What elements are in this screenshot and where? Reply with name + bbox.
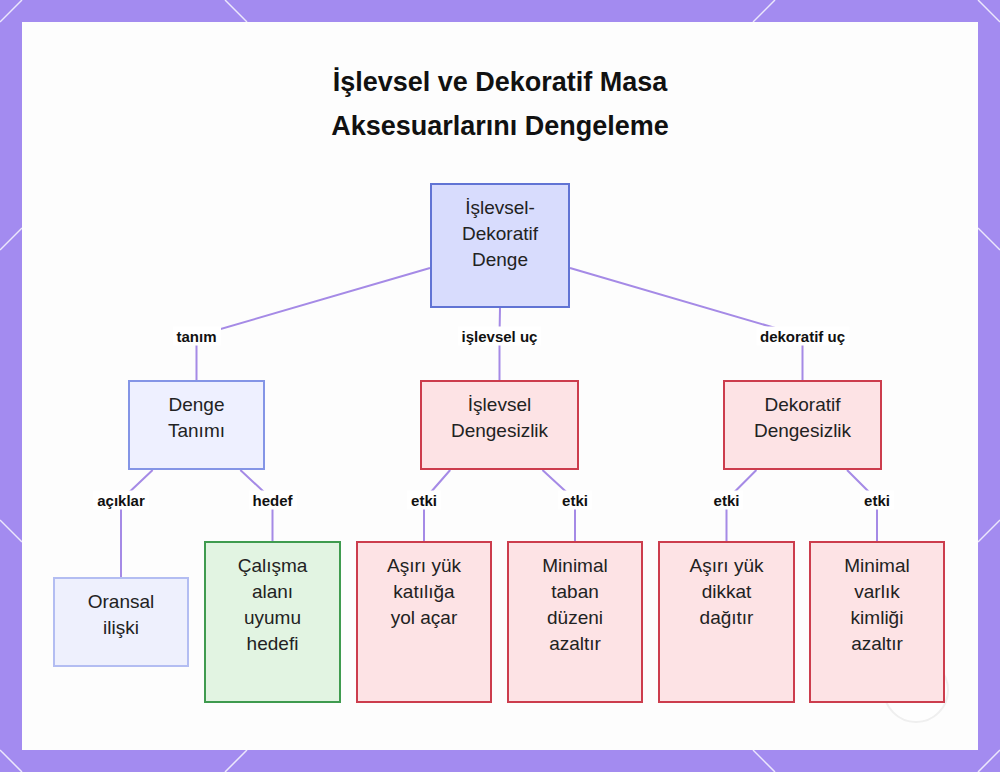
process-box: Minimal varlık kimliği azaltır: [809, 541, 945, 703]
connector: [197, 268, 431, 380]
connector: [727, 470, 757, 541]
node-label: Minimal varlık kimliği azaltır: [836, 553, 918, 657]
process-box: İşlevsel Dengesizlik: [420, 380, 579, 470]
node-label: Aşırı yük dikkat dağıtır: [686, 553, 768, 631]
node-label: Dekoratif Dengesizlik: [741, 392, 865, 444]
node-label: Oransal ilişki: [80, 589, 162, 641]
edge-label: etki: [558, 491, 592, 510]
logo-badge: [884, 658, 948, 722]
node-label: Çalışma alanı uyumu hedefi: [232, 553, 314, 657]
diagram-title: İşlevsel ve Dekoratif Masa Aksesuarların…: [290, 60, 710, 148]
node-label: Aşırı yük katılığa yol açar: [383, 553, 465, 631]
edge-label: tanım: [172, 327, 220, 346]
process-box: Oransal ilişki: [53, 577, 189, 667]
process-box: Dekoratif Dengesizlik: [723, 380, 882, 470]
connector: [499, 308, 502, 380]
connector: [424, 470, 450, 541]
edge-label: etki: [710, 491, 744, 510]
edge-label: etki: [407, 491, 441, 510]
node-label: Denge Tanımı: [147, 392, 247, 444]
connector: [121, 470, 153, 577]
process-box: Denge Tanımı: [128, 380, 265, 470]
edge-label: hedef: [248, 491, 296, 510]
connector: [542, 470, 575, 541]
edge-label: açıklar: [93, 491, 149, 510]
white-panel: [22, 22, 978, 750]
process-box: Çalışma alanı uyumu hedefi: [204, 541, 341, 703]
edge-label: dekoratif uç: [756, 327, 849, 346]
connector: [847, 470, 877, 541]
node-label: İşlevsel Dengesizlik: [438, 392, 562, 444]
process-box: Minimal taban düzeni azaltır: [507, 541, 643, 703]
process-box: İşlevsel-Dekoratif Denge: [430, 183, 570, 308]
process-box: Aşırı yük katılığa yol açar: [356, 541, 492, 703]
connector: [240, 470, 272, 541]
node-label: İşlevsel-Dekoratif Denge: [448, 195, 552, 273]
node-label: Minimal taban düzeni azaltır: [534, 553, 616, 657]
process-box: Aşırı yük dikkat dağıtır: [658, 541, 795, 703]
connector: [570, 268, 803, 380]
edge-label: işlevsel uç: [458, 327, 542, 346]
edge-label: etki: [860, 491, 894, 510]
